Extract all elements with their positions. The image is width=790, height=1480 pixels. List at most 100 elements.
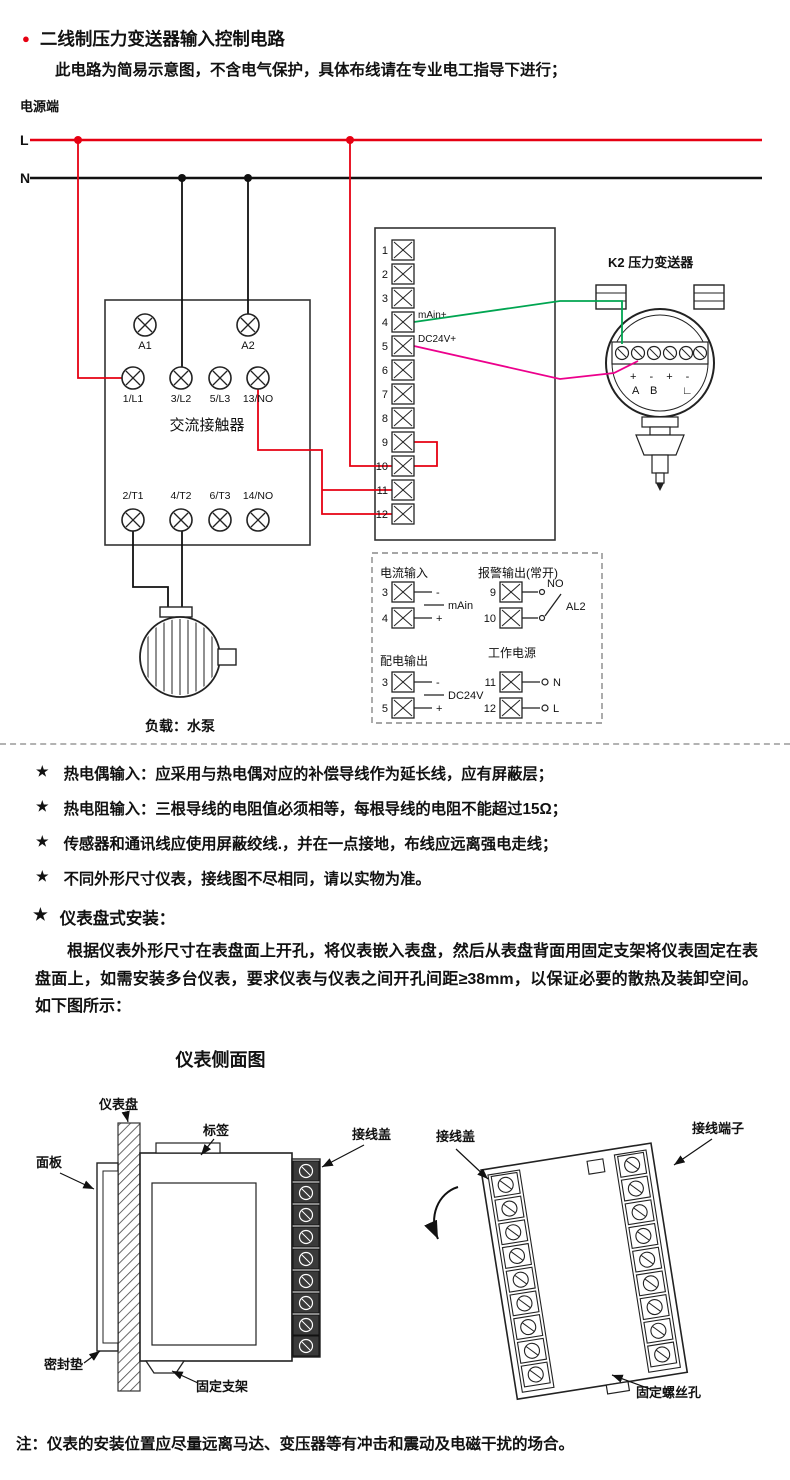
- terminal-label: 1/L1: [123, 393, 144, 405]
- contactor-body: [104, 299, 311, 546]
- pressure-transmitter: K2 压力变送器 + - + - A B ∟: [595, 255, 725, 491]
- motor-pump: 负载：水泵: [139, 606, 237, 734]
- label-front: 面板: [36, 1155, 63, 1170]
- dc24v-signal-label: DC24V: [448, 690, 484, 702]
- terminal-number: 9: [490, 587, 496, 599]
- note-item: ★ 热电偶输入：应采用与热电偶对应的补偿导线作为延长线，应有屏蔽层；: [36, 762, 768, 784]
- star-icon: ★: [36, 868, 49, 884]
- note-item: ★ 传感器和通讯线应使用屏蔽绞线.，并在一点接地，布线应远离强电走线；: [36, 832, 768, 854]
- terminal-detail-box: 电流输入 3 - 4 + mAin 报警输出(常开) 9 NO 10 AL2 配…: [371, 552, 603, 724]
- terminal-number: 3: [382, 677, 388, 689]
- note-text: 传感器和通讯线应使用屏蔽绞线.，并在一点接地，布线应远离强电走线；: [63, 836, 558, 853]
- terminal-label: 6/T3: [209, 490, 230, 502]
- wires-live-red: [77, 140, 438, 515]
- subtitle: 此电路为简易示意图，不含电气保护，具体布线请在专业电工指导下进行；: [55, 62, 567, 79]
- install-paragraph: 根据仪表外形尺寸在表盘面上开孔，将仪表嵌入表盘，然后从表盘背面用固定支架将仪表固…: [35, 943, 758, 1015]
- page-title: 二线制压力变送器输入控制电路: [39, 29, 285, 49]
- fixing-bracket: [144, 1360, 186, 1374]
- current-input-title: 电流输入: [380, 565, 428, 580]
- terminal-number: 12: [376, 509, 388, 521]
- side-view-left-instrument: [96, 1122, 321, 1392]
- panel-wall: [117, 1122, 141, 1392]
- neutral-line-label: N: [20, 170, 30, 186]
- terminal-number: 4: [382, 613, 388, 625]
- label-terminals: 接线端子: [692, 1121, 744, 1136]
- junction-dot: [178, 174, 186, 182]
- label-cover-right: 接线盖: [436, 1129, 475, 1144]
- main-plus-label: mAin+: [418, 310, 447, 321]
- red-bullet-icon: ●: [22, 31, 30, 46]
- wire-main-signal-green: [413, 300, 623, 344]
- power-rails: 电源端 L N: [20, 99, 762, 186]
- terminal-number: 5: [382, 341, 388, 353]
- label-tab: [155, 1142, 221, 1154]
- note-text: 不同外形尺寸仪表，接线图不尽相同，请以实物为准。: [63, 871, 431, 888]
- terminal-number: 9: [382, 437, 388, 449]
- terminal-label: 5/L3: [210, 393, 231, 405]
- install-heading: ★ 仪表盘式安装：: [33, 905, 175, 929]
- label-gasket: 密封垫: [43, 1357, 83, 1372]
- polarity-minus: -: [436, 677, 440, 689]
- installation-side-view: 仪表盘 标签 接线盖 面板 密封垫 固定支架 接线盖 接线端子 固定螺丝孔: [36, 1097, 744, 1401]
- polarity-plus: +: [436, 703, 442, 715]
- junction-dot: [244, 174, 252, 182]
- polarity-plus: +: [436, 613, 442, 625]
- footer-note: 注：仪表的安装位置应尽量远离马达、变压器等有冲击和震动及电磁干扰的场合。: [16, 1436, 575, 1453]
- terminal-label: 3/L2: [171, 393, 192, 405]
- wire-dc24v-magenta: [413, 345, 639, 380]
- terminal-label: 4/T2: [170, 490, 191, 502]
- circuit-diagram: 电源端 L N K2 压力变送器 + - + - A B ∟: [20, 99, 762, 734]
- terminal-number: 2: [382, 269, 388, 281]
- star-icon: ★: [36, 833, 49, 849]
- junction-dot: [346, 136, 354, 144]
- dist-output-title: 配电输出: [380, 653, 428, 668]
- terminal-number: 10: [376, 461, 388, 473]
- transmitter-bracket-glyph: ∟: [682, 385, 693, 397]
- junction-dot: [74, 136, 82, 144]
- note-text: 热电阻输入：三根导线的电阻值必须相等，每根导线的电阻不能超过15Ω；: [63, 801, 568, 818]
- load-label: 负载：水泵: [145, 718, 215, 734]
- transmitter-b-label: B: [650, 385, 657, 397]
- terminal-number: 4: [382, 317, 388, 329]
- transmitter-label: K2 压力变送器: [608, 255, 694, 270]
- label-screw-hole: 固定螺丝孔: [636, 1385, 701, 1400]
- label-bracket: 固定支架: [196, 1379, 248, 1394]
- terminal-label: 13/NO: [243, 393, 273, 405]
- terminal-strip-rows: 1 2 3 4 5 6 7 8 9 10 11 12 mAin+ DC24V+: [376, 239, 456, 525]
- note-text: 热电偶输入：应采用与热电偶对应的补偿导线作为延长线，应有屏蔽层；: [63, 766, 554, 783]
- terminal-number: 11: [377, 485, 388, 497]
- terminal-number: 3: [382, 293, 388, 305]
- ac-contactor: A1 A2 1/L1 3/L2 5/L3 13/NO 交流接触器 2/T1 4/…: [121, 313, 273, 532]
- label-cover-left: 接线盖: [352, 1127, 391, 1142]
- label-panel: 仪表盘: [98, 1097, 138, 1112]
- alarm-name-label: AL2: [566, 601, 586, 613]
- power-terminal-label: 电源端: [20, 99, 59, 114]
- coil-a1-label: A1: [138, 340, 151, 352]
- section-title-row: ● 二线制压力变送器输入控制电路: [22, 26, 285, 51]
- terminal-label: 2/T1: [122, 490, 143, 502]
- terminal-number: 10: [484, 613, 496, 625]
- note-item: ★热电阻输入：三根导线的电阻值必须相等，每根导线的电阻不能超过15Ω；: [36, 797, 768, 819]
- terminal-number: 12: [484, 703, 496, 715]
- terminal-number: 5: [382, 703, 388, 715]
- transmitter-polarity-label: + - + -: [630, 371, 694, 383]
- alarm-output-title: 报警输出(常开): [478, 565, 558, 580]
- install-heading-text: 仪表盘式安装：: [59, 910, 176, 928]
- label-tag: 标签: [202, 1123, 230, 1138]
- transmitter-a-label: A: [632, 385, 640, 397]
- notes-list: ★热电偶输入：应采用与热电偶对应的补偿导线作为延长线，应有屏蔽层； ★热电阻输入…: [36, 762, 768, 902]
- rotate-arrow-icon: [424, 1186, 459, 1240]
- star-icon: ★: [36, 763, 49, 779]
- screw-hole-tab: [605, 1380, 631, 1395]
- coil-a2-label: A2: [241, 340, 254, 352]
- neutral-label: N: [553, 677, 561, 689]
- note-item: ★ 不同外形尺寸仪表，接线图不尽相同，请以实物为准。: [36, 867, 768, 889]
- contactor-name-label: 交流接触器: [169, 416, 244, 434]
- no-contact-label: NO: [547, 578, 564, 590]
- dc24v-plus-label: DC24V+: [418, 334, 456, 345]
- dashed-divider: [0, 743, 790, 745]
- terminal-number: 7: [382, 389, 388, 401]
- terminal-number: 6: [382, 365, 388, 377]
- terminal-label: 14/NO: [243, 490, 273, 502]
